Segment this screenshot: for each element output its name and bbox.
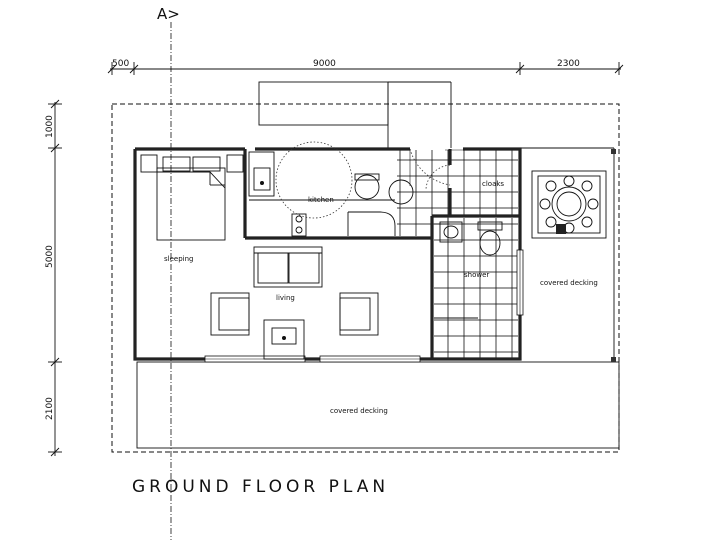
windows-south (204, 355, 421, 363)
dim-top-2300: 2300 (557, 59, 580, 69)
dim-top-500: 500 (112, 59, 129, 69)
left-dimension-line: 1000 5000 2100 (45, 99, 62, 457)
cloaks-tile-floor (450, 150, 518, 216)
roof-lantern (258, 81, 452, 148)
section-marker: A> (157, 5, 180, 23)
shower-fittings (434, 221, 503, 319)
dim-top-9000: 9000 (313, 59, 336, 69)
hall-tile-floor (397, 150, 450, 236)
roof-outline (111, 103, 620, 453)
top-dimension-line: 500 9000 2300 (107, 59, 624, 75)
drawing-title: GROUND FLOOR PLAN (132, 477, 389, 497)
room-label-kitchen: kitchen (308, 196, 334, 204)
shower-tile-floor (434, 218, 518, 358)
dim-left-2100: 2100 (45, 397, 55, 420)
sofa (253, 246, 323, 288)
wood-stove (263, 319, 305, 360)
double-bed (140, 154, 244, 241)
room-label-sleeping: sleeping (164, 255, 193, 263)
door-swings (409, 148, 465, 190)
room-label-covered-decking-south: covered decking (330, 407, 388, 415)
armchair-left (210, 292, 250, 336)
window-east (516, 249, 524, 316)
dim-left-1000: 1000 (45, 115, 55, 138)
room-label-living: living (276, 294, 295, 302)
hot-tub (531, 170, 607, 239)
room-label-covered-decking-east: covered decking (540, 279, 598, 287)
kitchen-fittings (248, 141, 414, 237)
armchair-right (339, 292, 379, 336)
room-label-shower: shower (464, 271, 489, 279)
south-decking-outline (136, 361, 620, 449)
section-line: A> (157, 5, 180, 540)
dim-left-5000: 5000 (45, 245, 55, 268)
room-label-cloaks: cloaks (482, 180, 504, 188)
east-decking-outline (520, 147, 616, 362)
